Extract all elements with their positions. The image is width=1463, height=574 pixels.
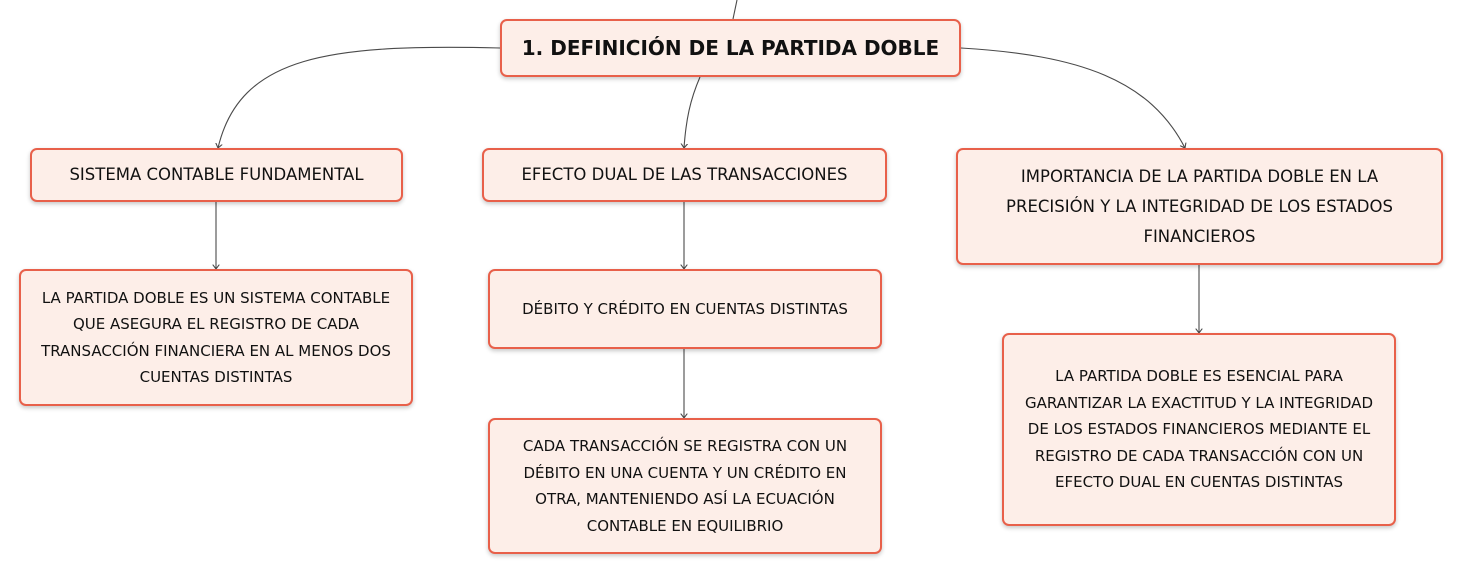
subtopic-cada-label: CADA TRANSACCIÓN SE REGISTRA CON UN DÉBI… [522, 437, 848, 535]
connector-root-sistema [218, 46, 501, 148]
connector-incoming [732, 0, 738, 20]
connector-root-importancia [960, 47, 1185, 148]
root-topic-label: 1. DEFINICIÓN DE LA PARTIDA DOBLE [521, 36, 940, 60]
subtopic-cada-transaccion[interactable]: CADA TRANSACCIÓN SE REGISTRA CON UN DÉBI… [488, 418, 882, 554]
topic-sistema-contable[interactable]: SISTEMA CONTABLE FUNDAMENTAL [30, 148, 403, 202]
subtopic-debito-credito[interactable]: DÉBITO Y CRÉDITO EN CUENTAS DISTINTAS [488, 269, 882, 349]
root-topic-node[interactable]: 1. DEFINICIÓN DE LA PARTIDA DOBLE [500, 19, 961, 77]
subtopic-sistema-detail-label: LA PARTIDA DOBLE ES UN SISTEMA CONTABLE … [41, 288, 391, 387]
topic-importancia-label: IMPORTANCIA DE LA PARTIDA DOBLE EN LA PR… [1006, 166, 1393, 246]
subtopic-debito-label: DÉBITO Y CRÉDITO EN CUENTAS DISTINTAS [522, 299, 848, 318]
topic-efecto-dual[interactable]: EFECTO DUAL DE LAS TRANSACCIONES [482, 148, 887, 202]
topic-efecto-label: EFECTO DUAL DE LAS TRANSACCIONES [521, 165, 848, 184]
topic-importancia[interactable]: IMPORTANCIA DE LA PARTIDA DOBLE EN LA PR… [956, 148, 1443, 265]
subtopic-sistema-detail[interactable]: LA PARTIDA DOBLE ES UN SISTEMA CONTABLE … [19, 269, 413, 406]
subtopic-importancia-detail-label: LA PARTIDA DOBLE ES ESENCIAL PARA GARANT… [1024, 367, 1373, 492]
connector-root-efecto [684, 76, 701, 148]
subtopic-importancia-detail[interactable]: LA PARTIDA DOBLE ES ESENCIAL PARA GARANT… [1002, 333, 1396, 526]
topic-sistema-label: SISTEMA CONTABLE FUNDAMENTAL [69, 165, 364, 184]
